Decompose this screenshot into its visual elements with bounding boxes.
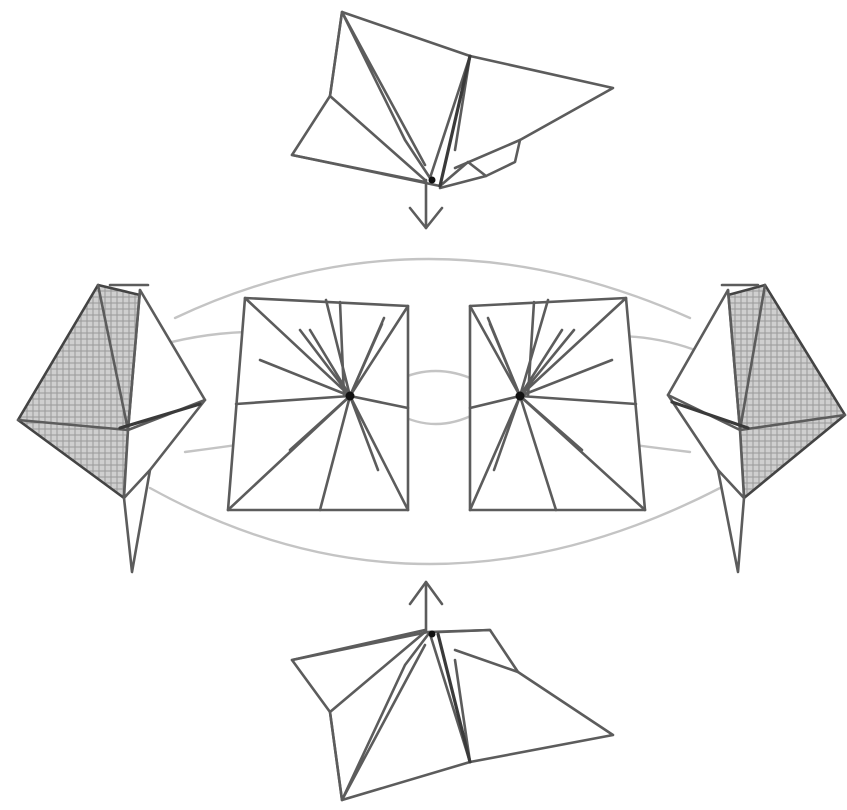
bottom-unit-hub — [429, 631, 436, 638]
top-down-arrow — [410, 180, 442, 228]
top-folded-unit — [292, 12, 613, 228]
left-folded-unit — [18, 285, 205, 572]
right-folded-unit — [668, 285, 845, 572]
bottom-up-arrow — [410, 582, 442, 632]
right-square-hub — [516, 392, 525, 401]
right-crease-square — [470, 298, 645, 510]
bottom-folded-unit — [292, 582, 613, 800]
center-lower-guide — [398, 414, 475, 424]
center-upper-guide — [398, 371, 475, 380]
bottom-unit-outline — [292, 630, 613, 800]
left-square-outline — [228, 298, 408, 510]
top-unit-outline — [292, 12, 613, 186]
left-square-hub — [346, 392, 355, 401]
left-unit-shaded-flap — [18, 285, 140, 498]
left-crease-square — [228, 298, 408, 510]
top-unit-hub — [429, 177, 436, 184]
